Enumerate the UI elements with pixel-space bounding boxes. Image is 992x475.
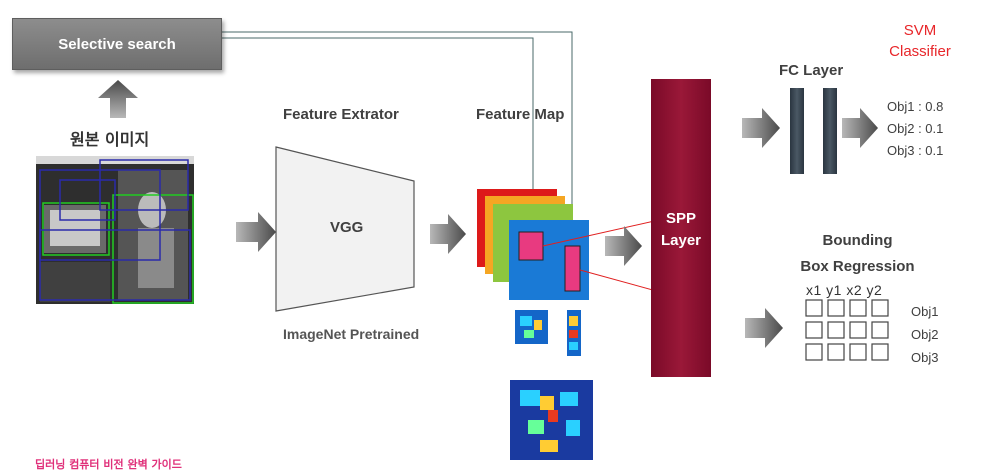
feature-map-stack bbox=[477, 189, 589, 300]
roi-heatmap-small-2 bbox=[567, 310, 581, 356]
spp-layer-block bbox=[651, 79, 711, 377]
classifier-output: Obj1 : 0.8 bbox=[887, 99, 944, 114]
svm-line2: Classifier bbox=[889, 43, 951, 60]
original-image-title: 원본 이미지 bbox=[70, 130, 150, 149]
classifier-output-list: Obj1 : 0.8 Obj2 : 0.1 Obj3 : 0.1 bbox=[887, 96, 943, 162]
spp-label-line2: Layer bbox=[660, 232, 702, 249]
up-arrow-icon bbox=[98, 80, 138, 118]
fc-bar-2 bbox=[823, 88, 837, 174]
bbox-column-header: x1 y1 x2 y2 bbox=[806, 282, 883, 298]
arrow-to-spp bbox=[605, 226, 642, 266]
bbox-row-label: Obj2 bbox=[911, 327, 939, 342]
bbox-title-line2: Box Regression bbox=[800, 258, 915, 275]
bbox-row-label: Obj1 bbox=[911, 304, 939, 319]
roi-heatmap-large bbox=[510, 380, 593, 460]
bbox-grid bbox=[805, 299, 889, 361]
arrow-to-feature-map bbox=[430, 214, 466, 254]
feature-map-title: Feature Map bbox=[476, 106, 565, 123]
bbox-title-line1: Bounding bbox=[822, 232, 893, 249]
vgg-label: VGG bbox=[330, 219, 364, 236]
original-photo bbox=[36, 156, 194, 304]
bbox-row-label: Obj3 bbox=[911, 350, 939, 365]
roi-heatmap-small-1 bbox=[515, 310, 548, 344]
bbox-regression-title: Bounding Box Regression bbox=[790, 228, 925, 280]
arrow-to-bbox bbox=[745, 308, 783, 348]
classifier-output: Obj3 : 0.1 bbox=[887, 143, 944, 158]
selective-search-connectors bbox=[220, 31, 573, 240]
selective-search-label: Selective search bbox=[58, 35, 176, 53]
spp-layer-label: SPP Layer bbox=[651, 208, 711, 252]
spp-label-line1: SPP bbox=[665, 210, 696, 227]
feature-extractor-title: Feature Extrator bbox=[283, 106, 399, 123]
arrow-to-fc bbox=[742, 108, 780, 148]
vgg-trapezoid bbox=[275, 146, 415, 312]
arrow-to-svm bbox=[842, 108, 878, 148]
fc-layer-title: FC Layer bbox=[779, 62, 844, 79]
arrow-to-vgg bbox=[236, 212, 276, 252]
fc-bar-1 bbox=[790, 88, 804, 174]
svm-classifier-title: SVM Classifier bbox=[880, 20, 960, 62]
svm-line1: SVM bbox=[903, 22, 937, 39]
classifier-output: Obj2 : 0.1 bbox=[887, 121, 944, 136]
bbox-row-labels: Obj1 Obj2 Obj3 bbox=[911, 300, 938, 369]
imagenet-pretrained-label: ImageNet Pretrained bbox=[283, 326, 420, 342]
selective-search-box: Selective search bbox=[12, 18, 222, 70]
footer-caption: 딥러닝 컴퓨터 비전 완벽 가이드 bbox=[35, 458, 182, 471]
